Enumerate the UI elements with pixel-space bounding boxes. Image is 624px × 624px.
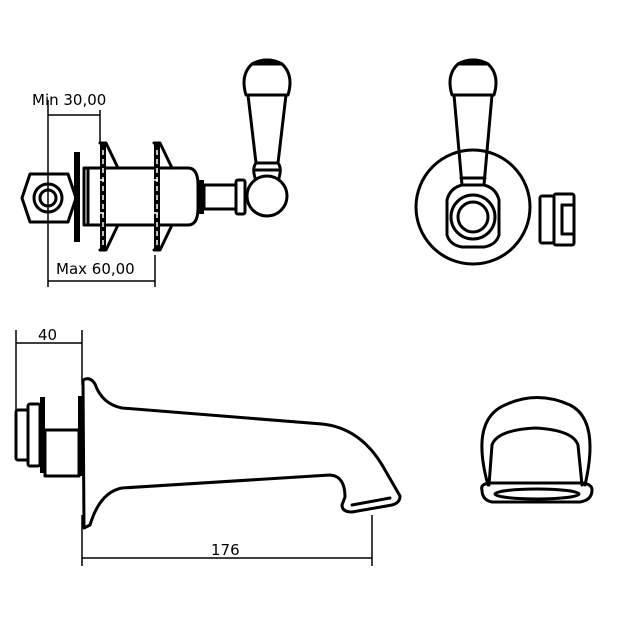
hex-nut — [20, 172, 78, 224]
spout-length-label: 176 — [211, 541, 240, 559]
backplate — [414, 148, 532, 266]
spout-side-view: 40 176 — [14, 326, 402, 566]
backplate-dimension-label: 40 — [38, 326, 57, 344]
valve-side-view: Min 30,00 Max 60,00 — [20, 58, 292, 287]
side-connector — [538, 194, 556, 245]
spout-front-view — [480, 396, 594, 504]
front-lever-handle — [448, 58, 498, 187]
min-dimension-label: Min 30,00 — [32, 91, 106, 109]
valve-front-view — [414, 58, 576, 266]
lever-handle — [242, 58, 292, 180]
spout — [81, 377, 402, 530]
max-dimension-label: Max 60,00 — [56, 260, 135, 278]
lever-ball — [245, 174, 289, 218]
mounting-plate — [74, 152, 80, 242]
